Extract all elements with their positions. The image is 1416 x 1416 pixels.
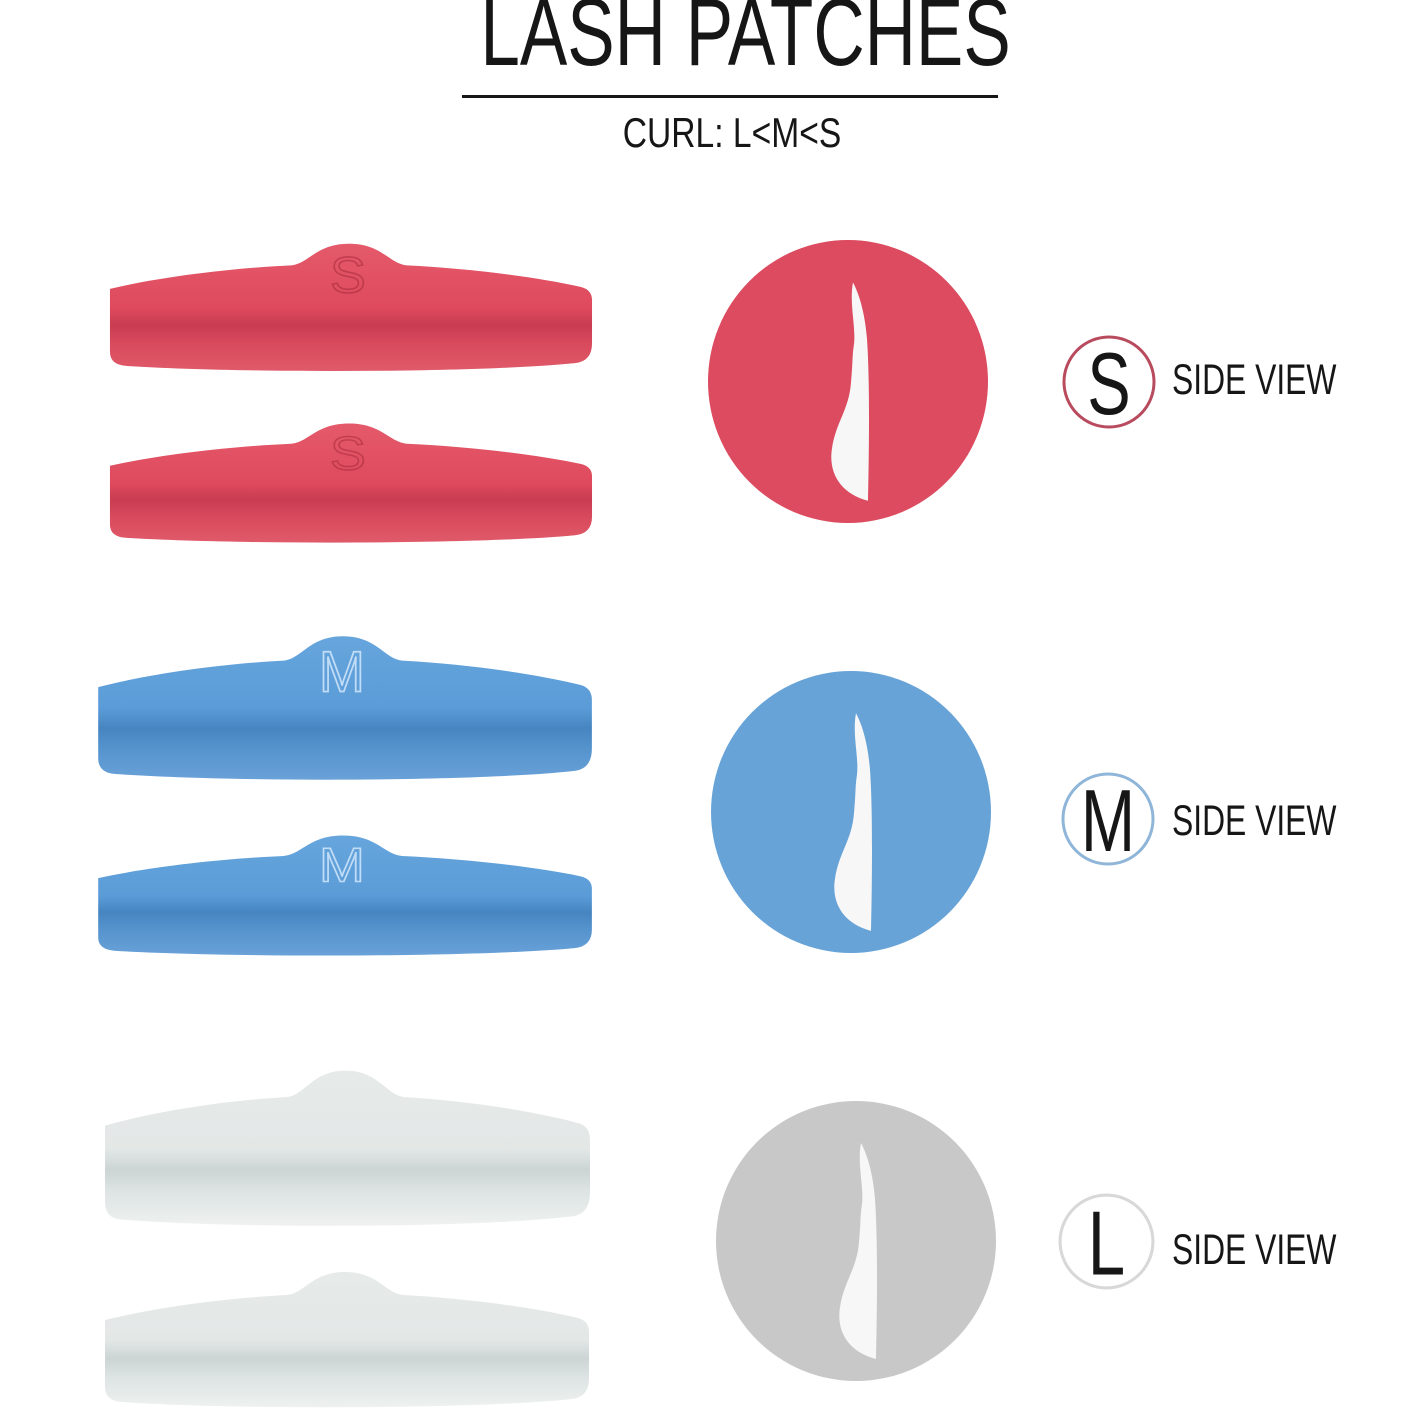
side-view-circle-l bbox=[716, 1101, 996, 1381]
patch-shape bbox=[98, 636, 592, 780]
patch-embossed-letter: S bbox=[330, 248, 366, 304]
lash-patch-s-1: S bbox=[109, 243, 593, 371]
curl-profile-icon bbox=[834, 713, 872, 931]
curl-profile-icon bbox=[839, 1143, 877, 1359]
lash-patch-s-2: S bbox=[109, 423, 593, 543]
curl-profile-icon bbox=[831, 282, 869, 501]
lash-patch-l-1 bbox=[105, 1070, 590, 1226]
patch-embossed-letter: S bbox=[330, 426, 366, 479]
badge-letter: S bbox=[1087, 336, 1130, 429]
circle-background bbox=[711, 671, 991, 953]
badge-letter: M bbox=[1081, 773, 1135, 866]
lash-patch-m-2: M bbox=[98, 835, 592, 956]
side-view-label-s: SIDE VIEW bbox=[1172, 356, 1337, 404]
badge-letter: L bbox=[1088, 1193, 1125, 1290]
patch-shape bbox=[105, 1272, 589, 1408]
circle-background bbox=[716, 1101, 996, 1381]
badge-ring bbox=[1061, 772, 1155, 866]
patch-shape bbox=[98, 835, 592, 956]
size-badge-s: S bbox=[1062, 335, 1156, 429]
side-view-label-l: SIDE VIEW bbox=[1172, 1226, 1337, 1274]
patch-embossed-letter: M bbox=[319, 838, 365, 892]
badge-ring bbox=[1062, 335, 1156, 429]
patch-shape bbox=[109, 423, 593, 543]
curl-order-subtitle: CURL: L<M<S bbox=[622, 109, 842, 156]
circle-background bbox=[708, 240, 988, 523]
page-title: LASH PATCHES bbox=[480, 0, 1011, 86]
patch-embossed-letter: M bbox=[319, 639, 365, 703]
lash-patch-m-1: M bbox=[98, 636, 592, 780]
side-view-circle-s bbox=[708, 240, 988, 523]
title-underline bbox=[462, 95, 998, 98]
size-badge-m: M bbox=[1061, 772, 1155, 866]
side-view-circle-m bbox=[711, 671, 991, 953]
patch-shape bbox=[109, 243, 593, 371]
patch-shape bbox=[105, 1070, 590, 1226]
badge-ring bbox=[1058, 1193, 1155, 1290]
side-view-label-m: SIDE VIEW bbox=[1172, 797, 1337, 845]
size-badge-l: L bbox=[1058, 1193, 1155, 1290]
lash-patch-l-2 bbox=[105, 1272, 589, 1408]
